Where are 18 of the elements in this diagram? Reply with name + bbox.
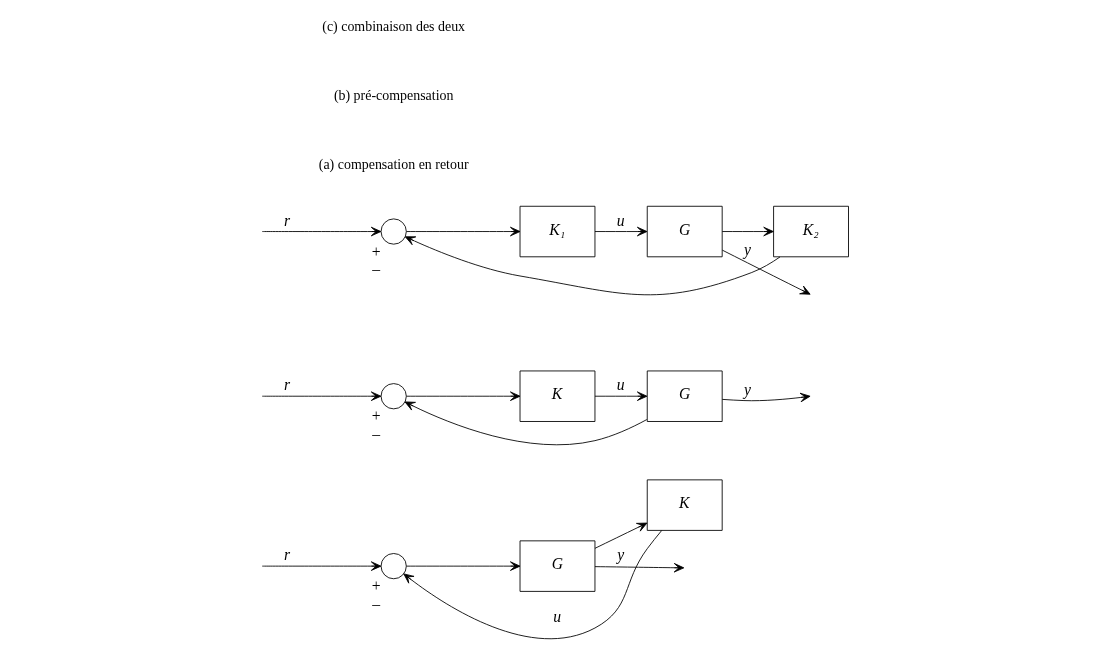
edge-label: u [616, 211, 625, 229]
edge-label: y [743, 380, 751, 398]
node-label: – [372, 260, 381, 278]
edge-label: y [617, 546, 625, 564]
label: (b) pré-compensation [333, 87, 454, 103]
edge-label: r [283, 546, 291, 564]
node-label: – [372, 424, 381, 442]
node-label: + [371, 242, 381, 260]
edge-label: r [283, 376, 291, 394]
node-label: + [371, 407, 381, 425]
edge-label: y [743, 241, 751, 259]
edge-label: u [616, 376, 625, 394]
edge-label: r [283, 211, 291, 229]
label: (a) compensation en retour [318, 156, 469, 172]
label: (c) combinaison des deux [322, 18, 466, 34]
node-label: + [371, 577, 381, 595]
edge-label: u [553, 608, 561, 626]
node-label: – [372, 594, 381, 612]
